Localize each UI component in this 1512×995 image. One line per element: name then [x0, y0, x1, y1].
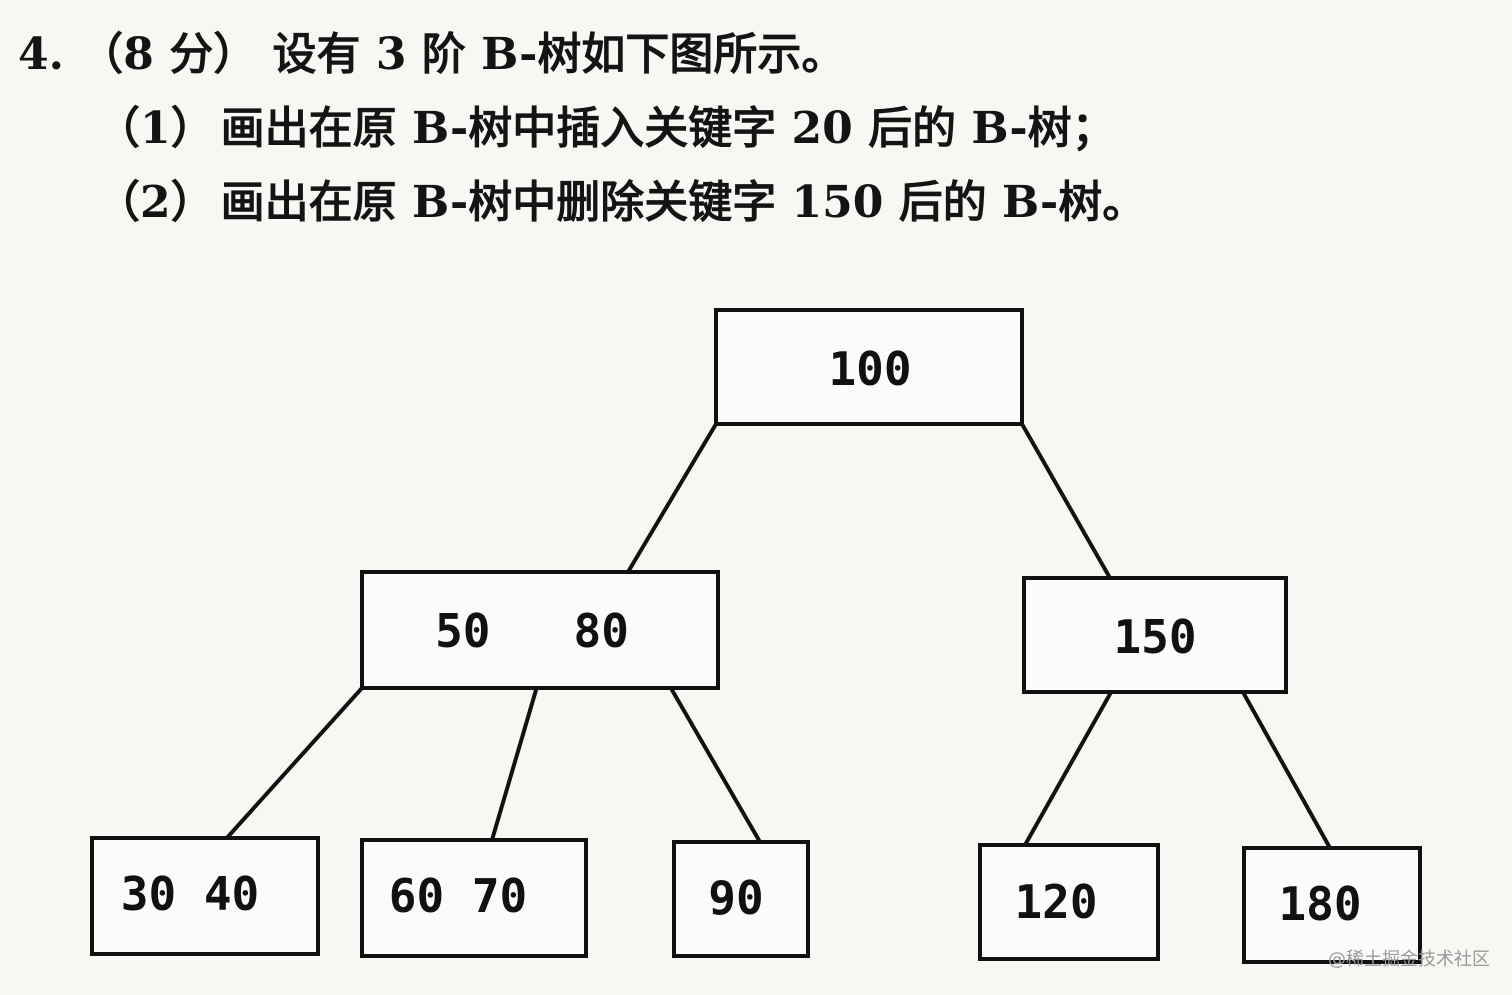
tree-edges	[223, 422, 1332, 850]
question-part-1: （1）画出在原 B-树中插入关键字 20 后的 B-树；	[18, 92, 1488, 166]
node-leaf-5-label: 180	[1278, 877, 1361, 931]
edge-root-right	[1020, 422, 1112, 580]
question-text: 4. （8 分） 设有 3 阶 B-树如下图所示。 （1）画出在原 B-树中插入…	[18, 18, 1488, 240]
edge-left-leaf2	[490, 688, 538, 842]
question-header: 4. （8 分） 设有 3 阶 B-树如下图所示。	[18, 18, 1488, 92]
node-root-box	[714, 308, 1024, 426]
edge-left-leaf3	[670, 688, 762, 844]
edge-root-left	[626, 422, 718, 574]
node-leaf-5-box	[1242, 846, 1422, 964]
node-leaf-1-box	[90, 836, 320, 956]
edge-left-leaf1	[223, 686, 364, 842]
node-leaf-3: 90	[672, 840, 810, 958]
question-part-2: （2）画出在原 B-树中删除关键字 150 后的 B-树。	[18, 166, 1488, 240]
node-leaf-5: 180	[1242, 846, 1422, 964]
question-number: 4.	[18, 29, 64, 80]
node-leaf-4-box	[978, 843, 1160, 961]
node-level1-left-box	[360, 570, 720, 690]
part-2-tag: （2）	[96, 177, 215, 228]
node-root: 100	[714, 308, 1024, 426]
node-level1-left-label: 50 80	[435, 604, 629, 658]
part-1-text: 画出在原 B-树中插入关键字 20 后的 B-树；	[220, 103, 1116, 154]
node-root-label: 100	[828, 342, 911, 396]
node-leaf-3-label: 90	[708, 871, 763, 925]
node-level1-left: 50 80	[360, 570, 720, 690]
part-1-tag: （1）	[96, 103, 215, 154]
node-leaf-2: 60 70	[360, 838, 588, 958]
node-leaf-3-box	[672, 840, 810, 958]
edge-right-leaf2	[1242, 692, 1332, 850]
question-points: （8 分）	[79, 29, 258, 80]
node-leaf-1-label: 30 40	[121, 867, 259, 921]
part-2-text: 画出在原 B-树中删除关键字 150 后的 B-树。	[220, 177, 1147, 228]
watermark: @稀土掘金技术社区	[1328, 949, 1490, 970]
node-leaf-4-label: 120	[1014, 875, 1097, 929]
node-leaf-2-box	[360, 838, 588, 958]
edge-right-leaf1	[1023, 692, 1112, 847]
node-level1-right-label: 150	[1113, 610, 1196, 664]
node-leaf-2-label: 60 70	[389, 869, 527, 923]
node-leaf-1: 30 40	[90, 836, 320, 956]
node-level1-right: 150	[1022, 576, 1288, 694]
question-statement: 设有 3 阶 B-树如下图所示。	[272, 29, 846, 80]
node-leaf-4: 120	[978, 843, 1160, 961]
node-level1-right-box	[1022, 576, 1288, 694]
